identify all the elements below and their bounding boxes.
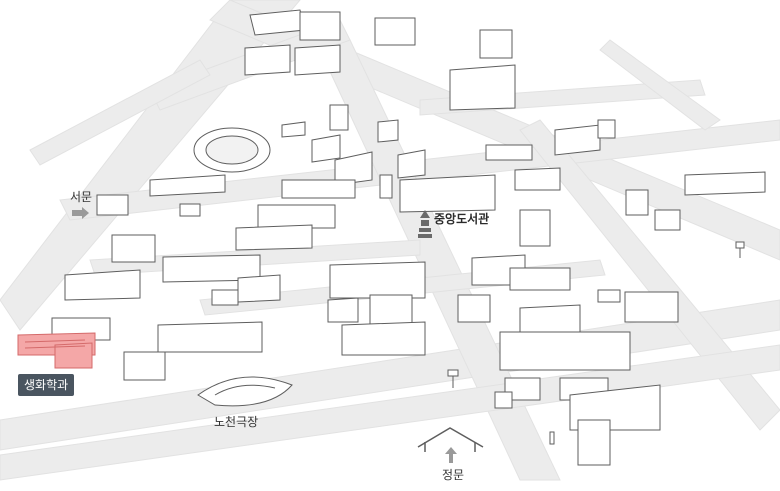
highlighted-building-biochemistry[interactable] bbox=[17, 332, 96, 369]
main-gate-label[interactable]: 정문 bbox=[442, 468, 465, 482]
outdoor-theater-shape bbox=[197, 376, 293, 407]
main-gate-shape bbox=[417, 427, 484, 452]
library-marker-icon bbox=[418, 210, 432, 238]
buildings bbox=[51, 9, 766, 466]
outdoor-theater-label[interactable]: 노천극장 bbox=[214, 415, 259, 429]
arrow-right-icon bbox=[72, 207, 89, 219]
main-library-label[interactable]: 중앙도서관 bbox=[434, 212, 490, 226]
west-gate-label[interactable]: 서문 bbox=[70, 190, 93, 204]
marker-poles bbox=[447, 241, 745, 445]
arrow-up-icon bbox=[445, 447, 457, 463]
biochemistry-badge[interactable]: 생화학과 bbox=[18, 374, 75, 396]
